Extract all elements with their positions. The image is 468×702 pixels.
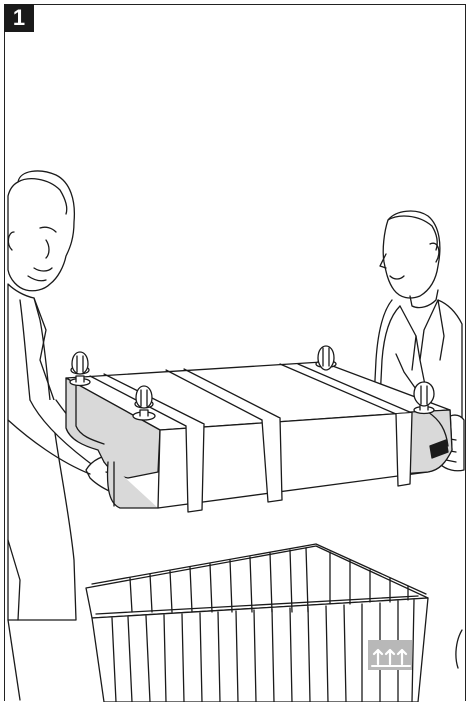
- caster-wheel-icon: [414, 382, 434, 414]
- caster-wheel-icon: [316, 346, 336, 370]
- wrapped-unit: [66, 362, 452, 512]
- open-crate: [86, 544, 428, 702]
- caster-wheel-icon: [70, 352, 90, 386]
- this-side-up-arrows-icon: [368, 640, 412, 670]
